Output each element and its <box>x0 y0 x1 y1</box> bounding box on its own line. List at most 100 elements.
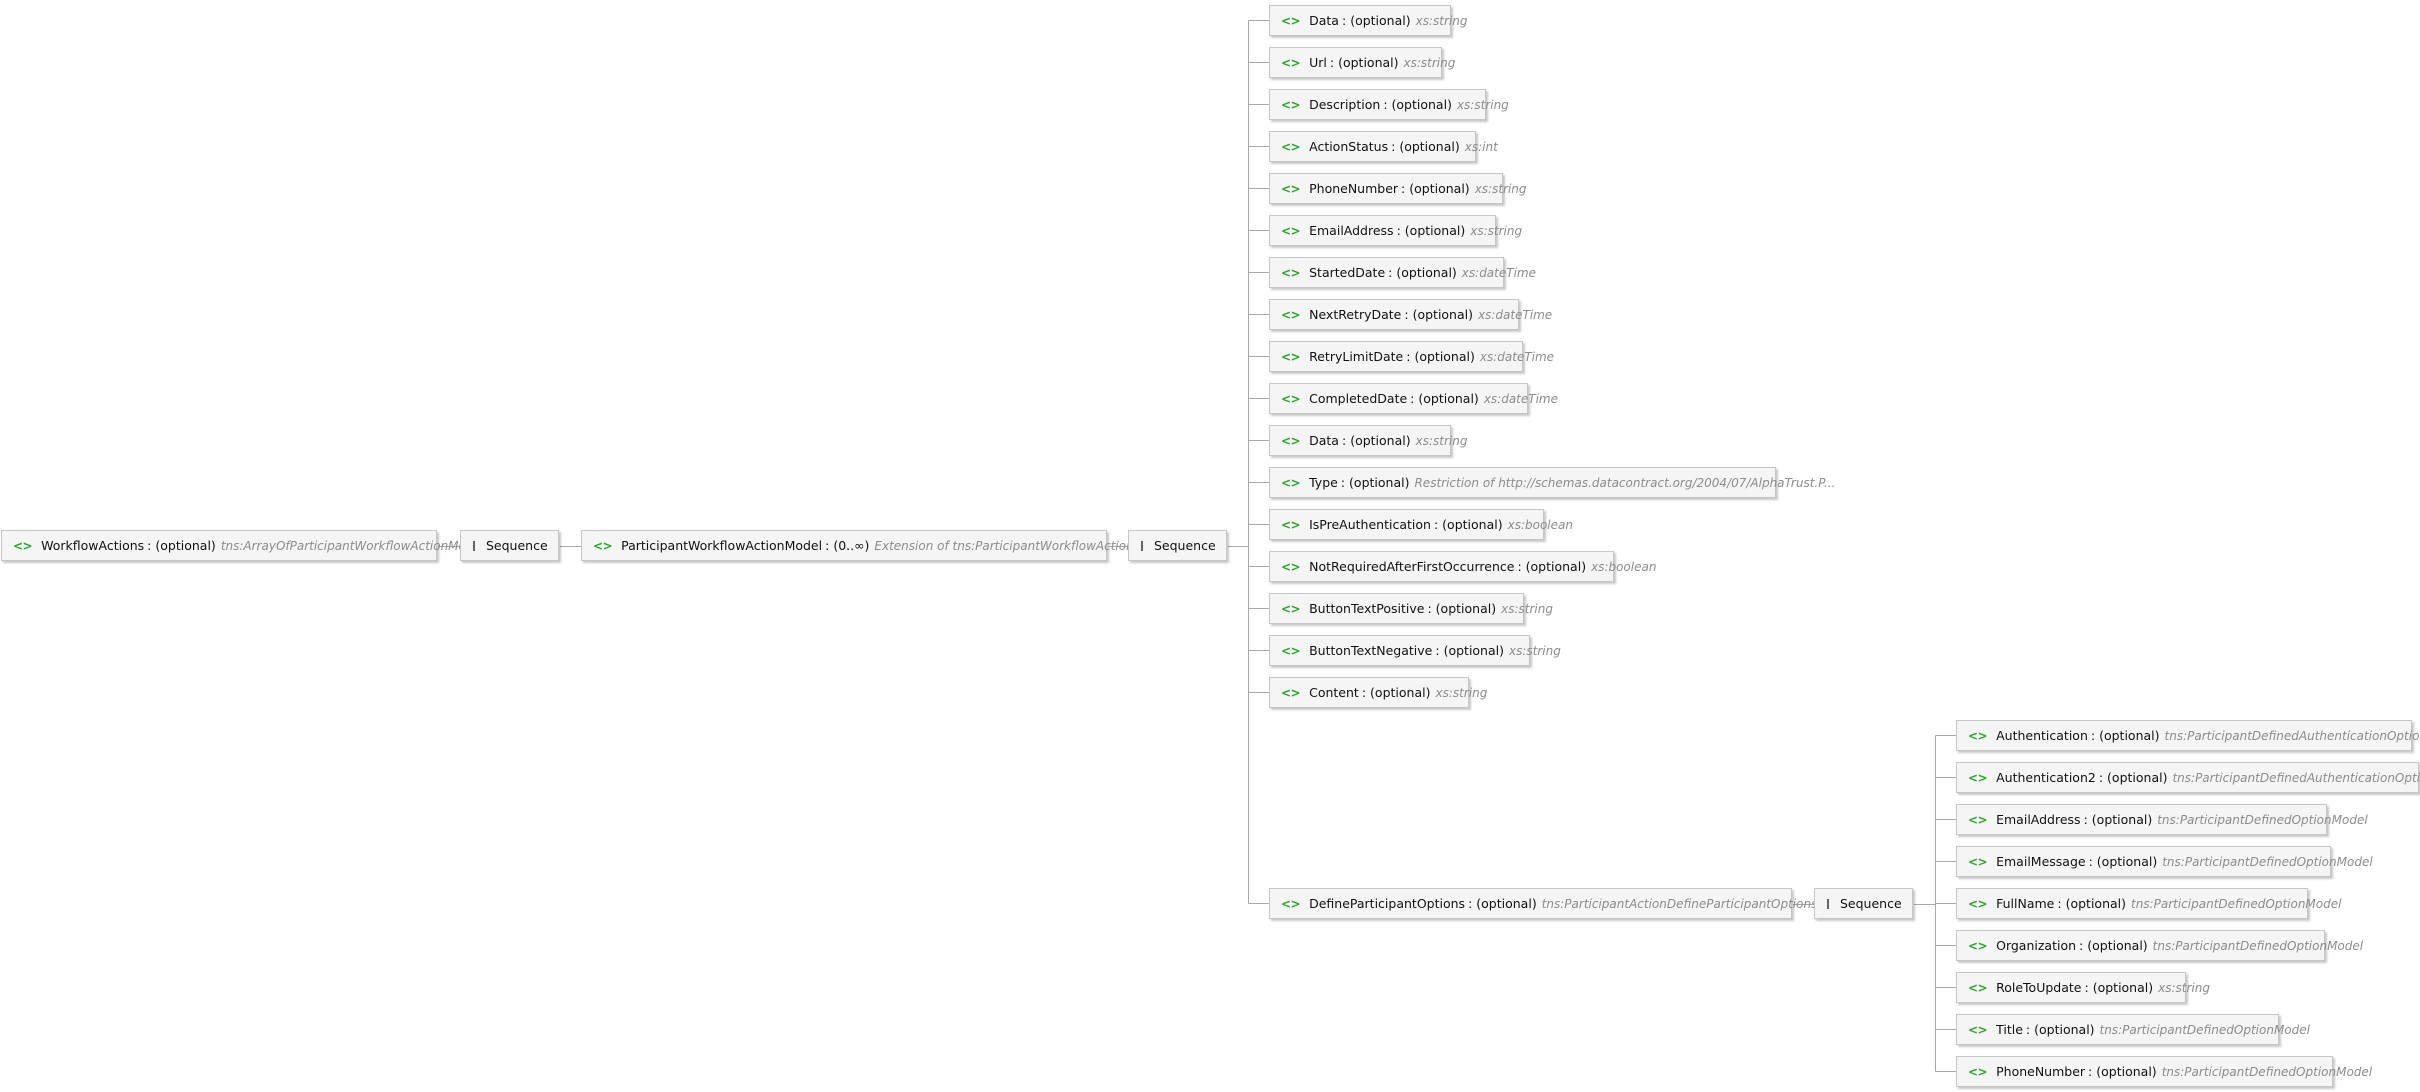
element-separator: : <box>1391 139 1396 154</box>
element-type: xs:dateTime <box>1483 391 1559 406</box>
element-type: tns:ParticipantDefinedOptionModel <box>2131 896 2342 911</box>
element-icon: <> <box>1281 265 1301 280</box>
element-type: xs:string <box>1470 223 1523 238</box>
element-occurrence: (optional) <box>1349 475 1410 490</box>
element-icon: <> <box>1281 55 1301 70</box>
element-icon: <> <box>1281 307 1301 322</box>
element-occurrence: (optional) <box>1442 517 1503 532</box>
element-icon: <> <box>1968 1064 1988 1079</box>
element-icon: <> <box>1281 517 1301 532</box>
option-email-address[interactable]: <> EmailAddress : (optional) tns:Partici… <box>1956 804 2368 835</box>
element-occurrence: (optional) <box>1391 97 1452 112</box>
element-name: Data <box>1309 13 1339 28</box>
element-type: xs:dateTime <box>1461 265 1536 280</box>
element-occurrence: (optional) <box>2107 770 2168 785</box>
element-separator: : <box>1341 433 1347 448</box>
element-separator: : <box>2079 938 2084 953</box>
option-role-to-update[interactable]: <> RoleToUpdate : (optional) xs:string <box>1956 972 2210 1003</box>
element-separator: : <box>825 538 830 553</box>
field-action-status[interactable]: <> ActionStatus : (optional) xs:int <box>1269 131 1498 162</box>
option-organization[interactable]: <> Organization : (optional) tns:Partici… <box>1956 930 2363 961</box>
element-name: StartedDate <box>1309 265 1386 280</box>
element-name: ParticipantWorkflowActionModel <box>621 538 823 553</box>
element-type: xs:string <box>2158 980 2210 995</box>
field-content[interactable]: <> Content : (optional) xs:string <box>1269 677 1487 708</box>
option-title[interactable]: <> Title : (optional) tns:ParticipantDef… <box>1956 1014 2310 1045</box>
element-occurrence: (optional) <box>2087 938 2148 953</box>
field-retry-limit-date[interactable]: <> RetryLimitDate : (optional) xs:dateTi… <box>1269 341 1554 372</box>
element-participant-workflow-action-model[interactable]: <> ParticipantWorkflowActionModel : (0..… <box>581 530 1170 561</box>
field-phone-number[interactable]: <> PhoneNumber : (optional) xs:string <box>1269 173 1527 204</box>
element-type: xs:string <box>1435 685 1488 700</box>
element-name: Description <box>1309 97 1381 112</box>
element-name: CompletedDate <box>1309 391 1408 406</box>
field-data-2[interactable]: <> Data : (optional) xs:string <box>1269 425 1467 456</box>
element-workflow-actions[interactable]: <> WorkflowActions : (optional) tns:Arra… <box>1 530 484 561</box>
sequence-compositor-1[interactable]: Sequence <box>460 530 559 561</box>
option-email-message[interactable]: <> EmailMessage : (optional) tns:Partici… <box>1956 846 2373 877</box>
element-type: tns:ParticipantDefinedOptionModel <box>2099 1022 2310 1037</box>
field-button-text-positive[interactable]: <> ButtonTextPositive : (optional) xs:st… <box>1269 593 1553 624</box>
element-icon: <> <box>1968 854 1988 869</box>
option-authentication[interactable]: <> Authentication : (optional) tns:Parti… <box>1956 720 2420 751</box>
element-separator: : <box>1388 265 1393 280</box>
field-description[interactable]: <> Description : (optional) xs:string <box>1269 89 1509 120</box>
field-data[interactable]: <> Data : (optional) xs:string <box>1269 5 1467 36</box>
element-occurrence: (optional) <box>1435 601 1497 616</box>
element-icon: <> <box>1281 433 1301 448</box>
element-occurrence: (optional) <box>1525 559 1587 574</box>
option-full-name[interactable]: <> FullName : (optional) tns:Participant… <box>1956 888 2341 919</box>
element-separator: : <box>1341 13 1347 28</box>
element-name: RoleToUpdate <box>1996 980 2082 995</box>
element-name: NotRequiredAfterFirstOccurrence <box>1309 559 1515 574</box>
element-icon: <> <box>1968 938 1988 953</box>
element-occurrence: (optional) <box>2096 854 2158 869</box>
element-occurrence: (optional) <box>1370 685 1431 700</box>
element-occurrence: (optional) <box>1443 643 1504 658</box>
field-url[interactable]: <> Url : (optional) xs:string <box>1269 47 1455 78</box>
element-separator: : <box>1427 601 1432 616</box>
field-define-participant-options[interactable]: <> DefineParticipantOptions : (optional)… <box>1269 888 1853 919</box>
element-occurrence: (optional) <box>2091 812 2153 827</box>
field-type[interactable]: <> Type : (optional) Restriction of http… <box>1269 467 1835 498</box>
option-authentication2[interactable]: <> Authentication2 : (optional) tns:Part… <box>1956 762 2420 793</box>
element-separator: : <box>2098 770 2104 785</box>
element-type: xs:string <box>1509 643 1561 658</box>
element-icon: <> <box>13 538 33 553</box>
element-icon: <> <box>1281 97 1301 112</box>
element-separator: : <box>2084 980 2089 995</box>
element-name: DefineParticipantOptions <box>1309 896 1466 911</box>
field-button-text-negative[interactable]: <> ButtonTextNegative : (optional) xs:st… <box>1269 635 1561 666</box>
element-icon: <> <box>1281 475 1301 490</box>
element-name: EmailAddress <box>1996 812 2081 827</box>
element-name: PhoneNumber <box>1309 181 1399 196</box>
field-next-retry-date[interactable]: <> NextRetryDate : (optional) xs:dateTim… <box>1269 299 1552 330</box>
element-name: ButtonTextPositive <box>1309 601 1425 616</box>
field-is-pre-authentication[interactable]: <> IsPreAuthentication : (optional) xs:b… <box>1269 509 1573 540</box>
element-occurrence: (optional) <box>1404 223 1466 238</box>
field-not-required-after-first-occurrence[interactable]: <> NotRequiredAfterFirstOccurrence : (op… <box>1269 551 1656 582</box>
element-type: tns:ParticipantDefinedAuthenticationOpti… <box>2172 770 2420 785</box>
sequence-compositor-3[interactable]: Sequence <box>1814 888 1913 919</box>
element-icon: <> <box>1968 770 1988 785</box>
element-name: EmailAddress <box>1309 223 1394 238</box>
element-type: xs:int <box>1464 139 1498 154</box>
sequence-compositor-2[interactable]: Sequence <box>1128 530 1227 561</box>
element-separator: : <box>1435 643 1440 658</box>
element-name: ButtonTextNegative <box>1309 643 1433 658</box>
field-completed-date[interactable]: <> CompletedDate : (optional) xs:dateTim… <box>1269 383 1558 414</box>
element-type: xs:string <box>1415 433 1468 448</box>
element-separator: : <box>1401 181 1406 196</box>
field-email-address[interactable]: <> EmailAddress : (optional) xs:string <box>1269 215 1522 246</box>
field-started-date[interactable]: <> StartedDate : (optional) xs:dateTime <box>1269 257 1536 288</box>
option-phone-number[interactable]: <> PhoneNumber : (optional) tns:Particip… <box>1956 1056 2372 1087</box>
element-type: Restriction of http://schemas.datacontra… <box>1414 475 1836 490</box>
element-occurrence: (optional) <box>2096 1064 2157 1079</box>
element-icon: <> <box>1281 391 1301 406</box>
element-separator: : <box>2088 1064 2093 1079</box>
element-icon: <> <box>1281 896 1301 911</box>
element-occurrence: (optional) <box>2092 980 2154 995</box>
element-separator: : <box>1433 517 1439 532</box>
element-icon: <> <box>1281 139 1301 154</box>
element-name: Type <box>1309 475 1338 490</box>
